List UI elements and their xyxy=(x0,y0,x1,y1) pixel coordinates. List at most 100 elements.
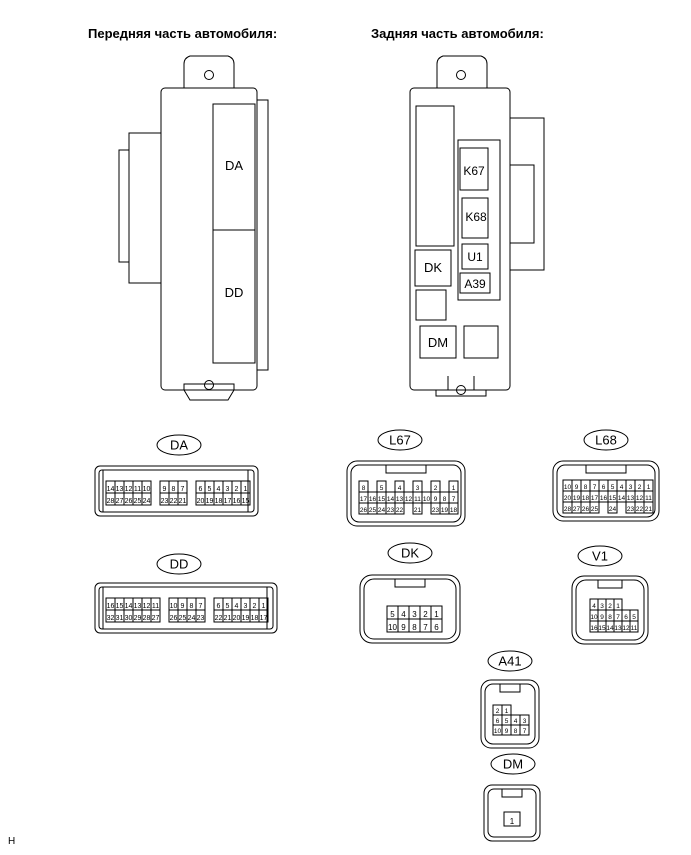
footer-mark: H xyxy=(8,836,16,847)
pin-number: 7 xyxy=(452,496,456,503)
pin-number: 23 xyxy=(432,507,440,514)
socket-label-DK: DK xyxy=(424,260,442,275)
pin-number: 8 xyxy=(608,614,612,621)
pin-number: 11 xyxy=(152,603,159,610)
rear-block-side-plate xyxy=(509,117,545,271)
pin-number: 23 xyxy=(197,615,205,622)
connector-label-oval-DA xyxy=(156,434,202,456)
pin-number: 17 xyxy=(260,615,268,622)
pin-number: 2 xyxy=(423,610,428,619)
pin-cell xyxy=(519,724,530,736)
connector-label-DA: DA xyxy=(170,438,188,453)
front-mount-hole-top xyxy=(204,70,214,80)
pin-number: 3 xyxy=(629,484,633,491)
rear-large-cavity xyxy=(415,105,455,247)
connector-housing-A41 xyxy=(480,679,540,749)
pin-number: 25 xyxy=(179,615,187,622)
socket-label-K67: K67 xyxy=(463,164,485,178)
rear-blank-cavity xyxy=(415,289,447,321)
pin-number: 2 xyxy=(638,484,642,491)
pin-number: 8 xyxy=(443,496,447,503)
pin-number: 26 xyxy=(360,507,368,514)
pin-number: 4 xyxy=(217,486,221,493)
pin-number: 5 xyxy=(505,718,509,725)
pin-number: 23 xyxy=(627,506,635,513)
pin-number: 25 xyxy=(134,498,142,505)
pin-number: 14 xyxy=(387,496,395,503)
pin-number: 7 xyxy=(423,623,428,632)
pin-number: 7 xyxy=(181,486,185,493)
socket-DM xyxy=(419,325,457,359)
pin-number: 10 xyxy=(143,486,151,493)
pin-number: 5 xyxy=(390,610,395,619)
front-mount-hole-bottom xyxy=(204,380,214,390)
pin-cell xyxy=(150,609,161,623)
pin-cell xyxy=(643,501,654,514)
pin-number: 9 xyxy=(181,603,185,610)
pin-number: 5 xyxy=(226,603,230,610)
connector-latch-A41 xyxy=(499,684,521,693)
pin-number: 10 xyxy=(423,496,431,503)
socket-label-DD: DD xyxy=(225,285,244,300)
connector-latch-DK xyxy=(394,579,426,588)
pin-number: 1 xyxy=(452,485,456,492)
pin-number: 5 xyxy=(632,614,636,621)
pin-number: 10 xyxy=(170,603,178,610)
rear-block-top-tab xyxy=(436,55,488,88)
connector-inner-DM xyxy=(487,788,537,838)
pin-number: 15 xyxy=(598,625,606,632)
socket-A39 xyxy=(459,272,491,294)
pin-number: 3 xyxy=(600,603,604,610)
pin-number: 5 xyxy=(611,484,615,491)
pin-number: 20 xyxy=(197,498,205,505)
pin-number: 6 xyxy=(602,484,606,491)
connector-inner-DA xyxy=(98,469,255,513)
pin-cell xyxy=(141,492,152,506)
pin-number: 12 xyxy=(622,625,630,632)
pin-number: 14 xyxy=(107,486,115,493)
pin-number: 19 xyxy=(242,615,250,622)
pin-number: 18 xyxy=(215,498,223,505)
socket-label-A39: A39 xyxy=(464,277,486,291)
rear-block-body xyxy=(409,87,511,391)
connector-label-oval-V1 xyxy=(577,545,623,567)
rear-mount-hole-bottom xyxy=(456,385,466,395)
connector-latch-L67 xyxy=(385,465,427,474)
pin-number: 8 xyxy=(584,484,588,491)
pin-number: 16 xyxy=(590,625,598,632)
pin-number: 14 xyxy=(125,603,133,610)
pin-number: 30 xyxy=(125,615,133,622)
rear-block-side-window xyxy=(509,164,535,244)
pin-number: 10 xyxy=(590,614,598,621)
pin-number: 13 xyxy=(627,495,635,502)
front-block-top-tab xyxy=(183,55,235,88)
pin-number: 10 xyxy=(564,484,572,491)
pin-number: 9 xyxy=(505,728,509,735)
pin-number: 4 xyxy=(398,485,402,492)
pin-number: 2 xyxy=(235,486,239,493)
connector-inner-DK xyxy=(363,578,457,640)
socket-K67 xyxy=(459,147,489,191)
connector-label-oval-DK xyxy=(387,542,433,564)
pin-number: 7 xyxy=(616,614,620,621)
pin-number: 9 xyxy=(163,486,167,493)
pin-number: 12 xyxy=(636,495,644,502)
pin-number: 6 xyxy=(434,623,439,632)
connector-inner-L68 xyxy=(556,464,656,518)
pin-number: 7 xyxy=(593,484,597,491)
socket-K68 xyxy=(461,197,489,239)
connector-latch-V1 xyxy=(597,580,623,589)
pin-number: 7 xyxy=(199,603,203,610)
pin-number: 4 xyxy=(620,484,624,491)
pin-number: 8 xyxy=(412,623,417,632)
pin-number: 6 xyxy=(199,486,203,493)
pin-number: 18 xyxy=(251,615,259,622)
pin-number: 27 xyxy=(116,498,124,505)
pin-cell xyxy=(448,502,459,515)
pin-number: 21 xyxy=(645,506,653,513)
pin-number: 29 xyxy=(134,615,142,622)
pin-number: 19 xyxy=(441,507,449,514)
pin-number: 22 xyxy=(396,507,404,514)
